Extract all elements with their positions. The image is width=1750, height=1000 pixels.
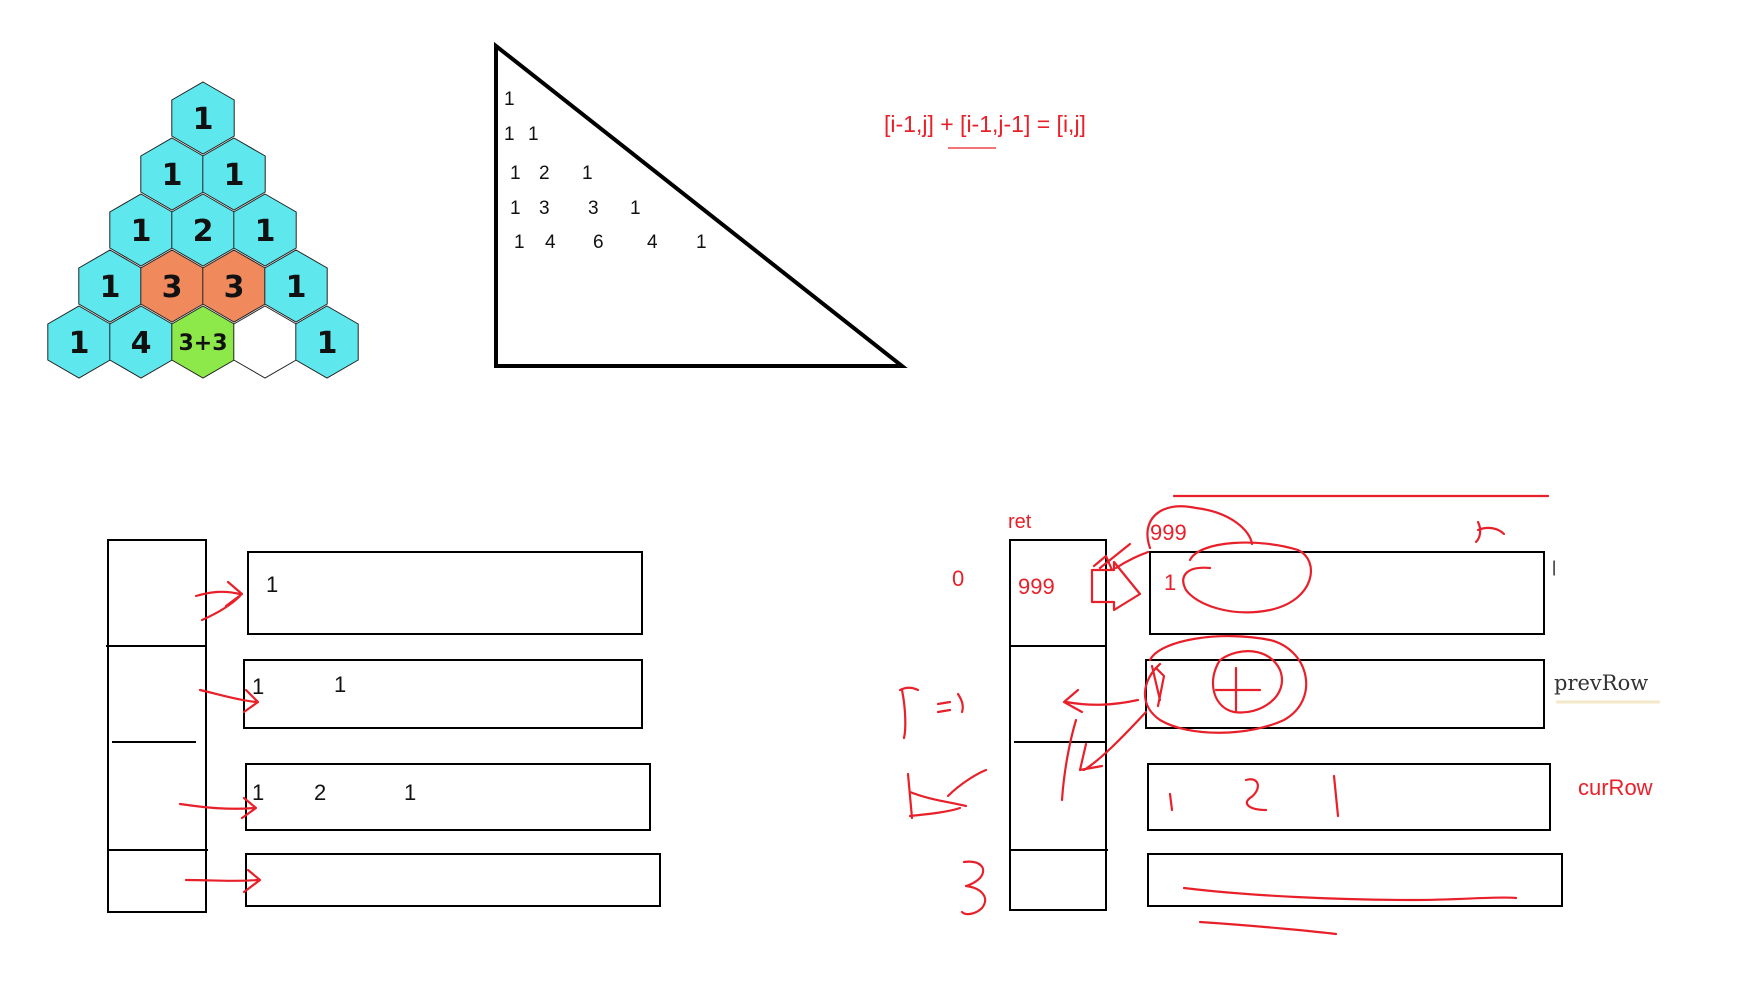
- left-row2-value-2: 1: [334, 672, 346, 697]
- scribble-arrow-top: [1114, 505, 1254, 570]
- tri-r3-c2: 3: [588, 198, 599, 219]
- hex-cell-r2-c2: [233, 193, 297, 267]
- hand-eq: [936, 700, 952, 714]
- hex-label-r2-c2: 1: [255, 214, 276, 249]
- left-pointer-arrows: [178, 580, 262, 894]
- hex-cell-r0-c0: [171, 81, 235, 155]
- tri-r0-c0: 1: [504, 89, 515, 110]
- pointer-mark: [1150, 664, 1166, 708]
- handwritten-scribbles: [898, 494, 1550, 936]
- hex-label-r3-c2: 3: [224, 270, 245, 305]
- ret-999: 999: [1018, 574, 1055, 599]
- underline-1: [1182, 886, 1518, 902]
- right-triangle-outline: [494, 41, 908, 368]
- tri-r4-c0: 1: [514, 232, 525, 253]
- hex-label-r4-c2: 3+3: [178, 331, 227, 356]
- tri-r4-c4: 1: [696, 232, 707, 253]
- edge-mark: |: [1552, 559, 1556, 576]
- hex-label-r2-c1: 2: [193, 214, 214, 249]
- hex-label-r3-c3: 1: [286, 270, 307, 305]
- tri-r1-c0: 1: [504, 124, 515, 145]
- inner-row-3: [245, 763, 651, 831]
- arrow-4: [184, 868, 262, 894]
- right-diagram: ret 0 999 999 1 prevRow curRow |: [898, 494, 1660, 936]
- ret-row-3: [1147, 763, 1551, 831]
- hex-label-r3-c1: 3: [162, 270, 183, 305]
- hand-cur-row: [1168, 774, 1340, 818]
- ret-row1-value: 1: [1164, 570, 1176, 595]
- hand-k: [1474, 520, 1506, 544]
- ret-row-2: [1145, 659, 1545, 729]
- prev-row-label: prevRow: [1554, 671, 1648, 695]
- tri-r2-c0: 1: [510, 163, 521, 184]
- hex-label-r3-c0: 1: [100, 270, 121, 305]
- hex-label-r1-c0: 1: [162, 158, 183, 193]
- inner-row-4: [245, 853, 661, 907]
- hex-cell-r4-c4: [295, 305, 359, 379]
- hex-cell-r1-c1: [202, 137, 266, 211]
- ret-row-1: [1149, 551, 1545, 635]
- circle-scribble-1: [1182, 541, 1313, 614]
- outer-array-column: [107, 539, 207, 913]
- hex-label-r0-c0: 1: [193, 102, 214, 137]
- ret-label: ret: [1008, 511, 1032, 533]
- left-row1-value: 1: [266, 572, 278, 597]
- left-row3-value-3: 1: [404, 780, 416, 805]
- tri-r4-c1: 4: [545, 232, 556, 253]
- hex-cell-r3-c3: [264, 249, 328, 323]
- arrow-2: [198, 688, 260, 714]
- arrow-1: [194, 580, 244, 622]
- hollow-arrow-right: [1090, 560, 1142, 612]
- arrow-down-left: [1078, 710, 1148, 772]
- hand-2: [906, 768, 988, 820]
- ret-array-column: [1009, 539, 1107, 911]
- hand-i: [898, 686, 920, 740]
- underline-2: [1198, 920, 1338, 936]
- arrow-3: [178, 796, 258, 820]
- arrow-to-999: [1092, 542, 1132, 572]
- left-row3-value-1: 1: [252, 780, 264, 805]
- tri-r4-c3: 4: [647, 232, 658, 253]
- hand-one: [956, 692, 964, 714]
- index-0: 0: [952, 566, 964, 591]
- hex-label-r4-c1: 4: [131, 326, 152, 361]
- tri-r4-c2: 6: [593, 232, 604, 253]
- tri-r1-c1: 1: [528, 124, 539, 145]
- circle-scribble-2: [1143, 634, 1308, 734]
- cross-scribble: [1214, 666, 1262, 714]
- tri-r3-c3: 1: [630, 198, 641, 219]
- left-diagram: 1 1 1 1 2 1: [106, 539, 661, 913]
- right-triangle: 1 1 1 1 2 1 1 3 3 1 1 4 6 4 1: [494, 41, 908, 368]
- tri-r3-c0: 1: [510, 198, 521, 219]
- cur-row-label: curRow: [1578, 775, 1653, 800]
- tri-r2-c1: 2: [539, 163, 550, 184]
- stroke-down: [1060, 718, 1078, 802]
- circle-scribble-3: [1211, 650, 1283, 714]
- hex-label-r2-c0: 1: [131, 214, 152, 249]
- scribble-999: 999: [1150, 520, 1187, 545]
- hand-3: [960, 860, 987, 916]
- hex-label-r4-c0: 1: [69, 326, 90, 361]
- tri-r3-c1: 3: [539, 198, 550, 219]
- inner-row-1: [247, 551, 643, 635]
- hex-label-r4-c4: 1: [317, 326, 338, 361]
- inner-row-2: [243, 659, 643, 729]
- hex-label-r1-c1: 1: [224, 158, 245, 193]
- tri-r2-c2: 1: [582, 163, 593, 184]
- left-row2-value-1: 1: [252, 674, 264, 699]
- arrow-left-prev: [1062, 688, 1140, 714]
- recurrence-formula: [i-1,j] + [i-1,j-1] = [i,j]: [884, 111, 1086, 137]
- left-row3-value-2: 2: [314, 780, 326, 805]
